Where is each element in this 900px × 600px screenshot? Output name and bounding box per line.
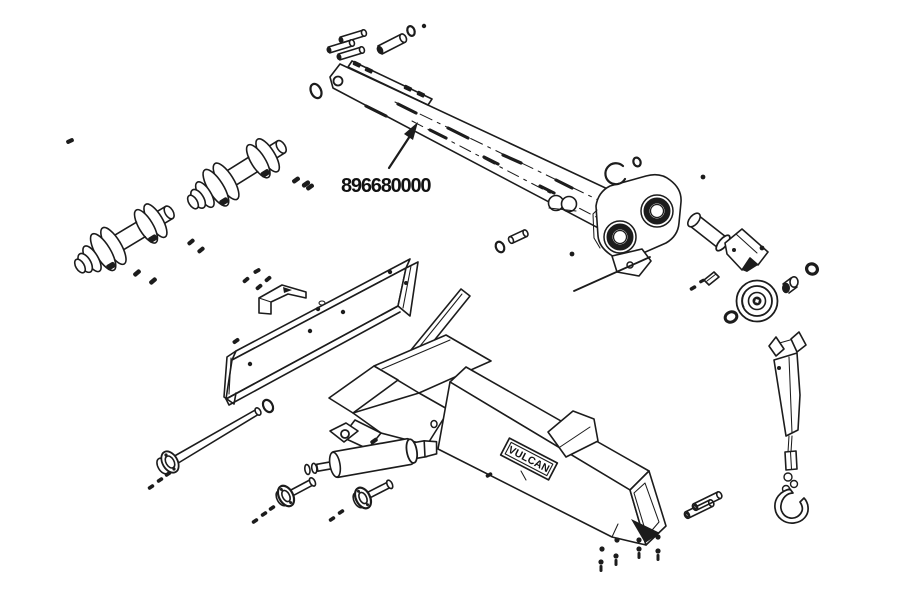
boom-pivot-bracket (328, 288, 492, 450)
cable-roller-assembly-front (177, 126, 297, 223)
base-end-fasteners (597, 490, 724, 573)
callout-arrow-line (387, 134, 412, 170)
sheave-pin-hole-lower (603, 220, 637, 254)
boom-o-ring (309, 82, 323, 100)
hook-assembly (768, 331, 809, 524)
cable-roller-assembly-rear (64, 191, 185, 287)
wire-rope (787, 435, 793, 453)
upper-boom-assembly (309, 23, 658, 251)
sheave-pulley (735, 279, 779, 323)
top-gusset-plate (547, 410, 599, 458)
hydraulic-cylinder (303, 437, 438, 479)
boom-pin-boss (547, 194, 578, 213)
channel-crossmember (223, 258, 419, 406)
safety-hook (774, 488, 809, 524)
part-number-label: 896680000 (341, 175, 431, 197)
pin-o-ring (261, 398, 275, 414)
retainer-pins (324, 23, 427, 62)
boom-tip-eye (332, 75, 344, 87)
hook-body-plate (773, 352, 801, 437)
small-o-ring (632, 156, 642, 168)
mid-boom-small-parts (494, 229, 575, 257)
key-and-screws (688, 271, 720, 292)
mounting-bolts (250, 469, 399, 526)
pivot-pin (146, 398, 275, 492)
callout-arrow-head (404, 122, 418, 140)
clevis-pin-bracket (687, 212, 769, 292)
boom-base: VULCAN (437, 366, 667, 546)
channel-end-face (397, 261, 419, 317)
boom-head (573, 156, 706, 292)
snap-ring (604, 162, 627, 186)
sheave-nuts (723, 262, 820, 324)
clevis-prong-left (768, 336, 785, 357)
sheave-pin-hole-upper (640, 194, 674, 228)
part-number-callout: 896680000 (300, 122, 433, 197)
clevis-prong-right (790, 331, 807, 353)
small-o-ring (406, 25, 416, 37)
clip-bracket (258, 284, 307, 315)
